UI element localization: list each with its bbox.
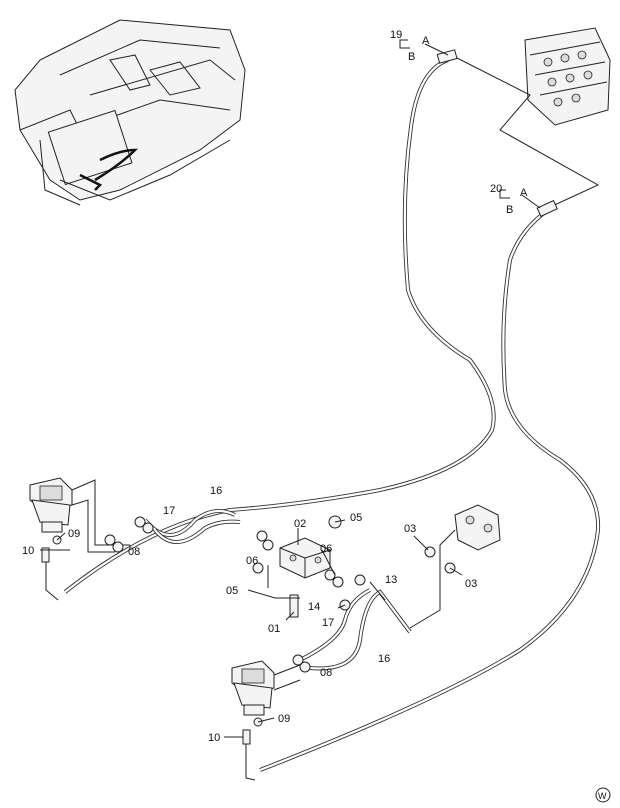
callout-08-lower: 08 [320, 667, 332, 679]
control-valve [524, 27, 611, 126]
hose-20 [259, 208, 601, 772]
callout-17-upper: 17 [163, 505, 175, 517]
callout-19-b: B [408, 51, 415, 63]
callout-03-lower: 03 [465, 578, 477, 590]
callout-05-right: 05 [350, 512, 362, 524]
callout-19: 19 [390, 29, 402, 41]
callout-20: 20 [490, 183, 502, 195]
callout-09-upper: 09 [68, 528, 80, 540]
callout-labels: 19 A B 20 A B 16 17 02 05 05 06 06 08 08… [22, 29, 528, 744]
corner-mark: W [598, 791, 607, 801]
travel-motor-valve [409, 504, 501, 629]
callout-01: 01 [268, 623, 280, 635]
callout-17-lower: 17 [322, 617, 334, 629]
hose-16-17-upper [143, 509, 241, 544]
callout-16-lower: 16 [378, 653, 390, 665]
callout-20-b: B [506, 204, 513, 216]
callout-09-lower: 09 [278, 713, 290, 725]
callout-14: 14 [308, 601, 320, 613]
hose-19 [63, 58, 496, 594]
callout-08-upper: 08 [128, 546, 140, 558]
callout-10-lower: 10 [208, 732, 220, 744]
callout-06-left: 06 [246, 555, 258, 567]
hose-16-17-lower [299, 588, 412, 671]
leader-19 [454, 56, 600, 209]
callout-10-upper: 10 [22, 545, 34, 557]
callout-03-upper: 03 [404, 523, 416, 535]
leader-lines [40, 39, 541, 738]
callout-05-left: 05 [226, 585, 238, 597]
pilot-valve-lower [231, 660, 301, 716]
callout-16-upper: 16 [210, 485, 222, 497]
callout-20-a: A [520, 187, 528, 199]
callout-19-a: A [422, 35, 430, 47]
callout-02: 02 [294, 518, 306, 530]
excavator-overview [14, 19, 246, 206]
callout-06-right: 06 [320, 543, 332, 555]
pilot-valve-upper [29, 477, 130, 553]
corner-mark-circle [595, 787, 611, 803]
junction-block [279, 537, 331, 618]
callout-13: 13 [385, 574, 397, 586]
